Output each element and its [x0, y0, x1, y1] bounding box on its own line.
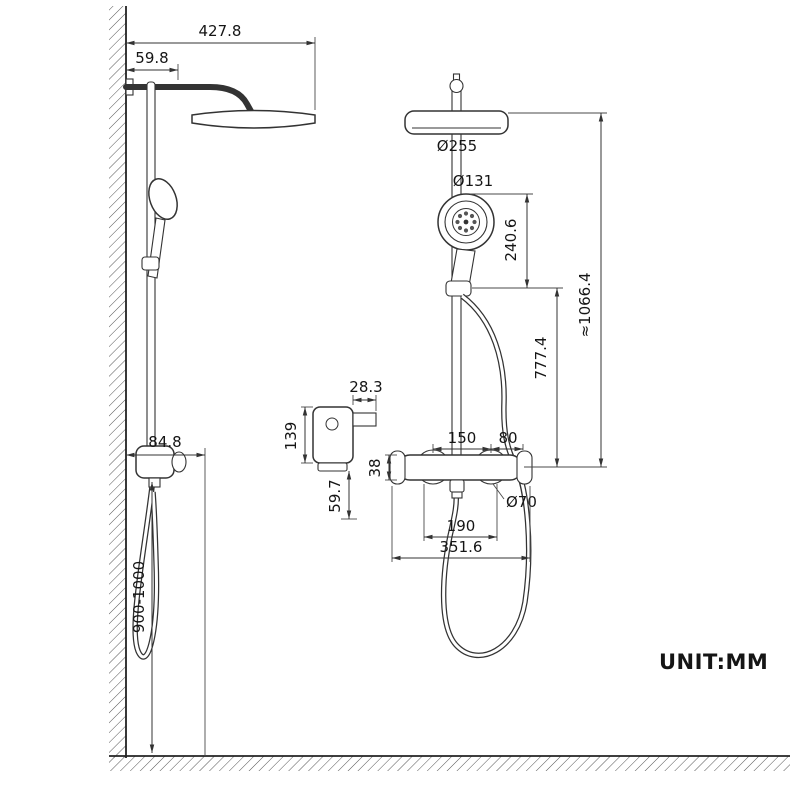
dim-install-height-label: 900-1000 [130, 561, 148, 633]
dim-arm-offset: 59.8 [126, 49, 179, 80]
supply-elbow-bracket [312, 406, 377, 472]
hose-side-inner [133, 486, 158, 659]
mixer-outlet-side [148, 477, 161, 488]
dim-overall-w-label: 351.6 [440, 538, 483, 556]
wall-section [109, 6, 127, 758]
side-view [123, 78, 316, 660]
dim-hand-drop-label: 240.6 [502, 219, 520, 262]
hose-nut-front [451, 491, 463, 499]
front-view: Ø255 Ø131 [312, 73, 533, 658]
dim-wall-clearance-label: 84.8 [148, 433, 181, 451]
dim-bracket-h-label: 139 [282, 422, 300, 451]
hand-shower-head-side [148, 178, 178, 220]
dim-bracket-drop: 59.7 [326, 471, 357, 520]
hose-side [132, 486, 160, 660]
floor-hatch [109, 756, 790, 771]
elbow-spout [352, 412, 377, 427]
mixer-outlet-front [449, 479, 465, 493]
shower-arm-side [123, 84, 255, 116]
dim-bracket-height: 139 [282, 406, 313, 464]
slider-clamp-side [141, 256, 160, 271]
unit-label: UNIT:MM [659, 650, 768, 674]
wall-hatch [109, 6, 126, 758]
floor-section [109, 755, 790, 771]
rain-head-front [404, 110, 509, 135]
slider-bracket-front [445, 280, 472, 297]
dim-hand-shower-drop: 240.6 [470, 193, 563, 289]
rain-head-side [191, 109, 316, 129]
dim-top-width: 427.8 [126, 22, 316, 110]
dim-spout-label: 28.3 [349, 378, 382, 396]
spray-face-dots [455, 211, 477, 233]
dim-top-width-label: 427.8 [199, 22, 242, 40]
mixer-side [135, 445, 187, 488]
hand-shower-face-ring [452, 208, 480, 236]
hose-front-inner [442, 294, 531, 657]
dim-side-offset-label: 80 [498, 429, 517, 447]
dim-overall-width: 351.6 [391, 486, 531, 562]
elbow-foot [317, 462, 348, 472]
dim-valve-h-label: 38 [366, 458, 384, 477]
dim-arm-offset-label: 59.8 [135, 49, 168, 67]
dim-wall-clearance: 84.8 [126, 433, 206, 756]
mixer-bar-front [397, 454, 523, 481]
mixer-front [389, 449, 533, 499]
dim-escutcheon: Ø70 [492, 483, 537, 511]
hose-front [440, 293, 532, 658]
dim-valve-width: 190 [423, 484, 498, 541]
dim-total-label: ≈1066.4 [576, 272, 594, 337]
dim-side-offset: 80 [491, 429, 524, 452]
mixer-knob-right [516, 450, 533, 485]
mixer-knob-left [389, 450, 406, 485]
dim-install-height: 900-1000 [130, 482, 155, 753]
elbow-inlet-hole [325, 417, 339, 431]
dim-inlet-spacing: 150 [432, 429, 492, 453]
dim-valve-height: 38 [366, 454, 397, 481]
dim-spout-depth: 28.3 [349, 378, 383, 411]
hand-shower-diameter-label: Ø131 [453, 172, 493, 190]
dim-total-height: ≈1066.4 [508, 112, 607, 467]
hand-shower-front [437, 193, 495, 297]
dim-bracket-drop-label: 59.7 [326, 479, 344, 512]
rain-head-diameter-label: Ø255 [437, 137, 477, 155]
dim-riser-label: 777.4 [532, 337, 550, 380]
escutcheon-leader-line [492, 483, 505, 500]
dim-inlet-label: 150 [448, 429, 477, 447]
dim-riser-height: 777.4 [524, 288, 607, 468]
dim-valve-w-label: 190 [447, 517, 476, 535]
escutcheon-diameter-label: Ø70 [506, 493, 537, 511]
elbow-body [312, 406, 354, 464]
top-ball-joint [449, 78, 464, 94]
